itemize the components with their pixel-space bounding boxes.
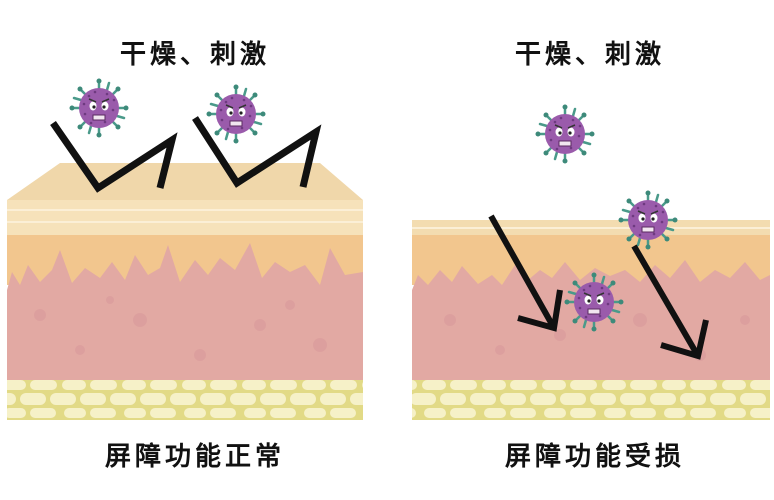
virus-icon [68, 77, 130, 139]
virus-icon [617, 189, 679, 251]
right-top-label: 干燥、刺激 [514, 40, 665, 70]
virus-icon [563, 271, 625, 333]
arrow-head [660, 319, 709, 360]
virus-icon [205, 83, 267, 145]
left-bottom-label: 屏障功能正常 [104, 442, 285, 472]
arrow-icon [50, 121, 178, 193]
left-skin-block [7, 163, 363, 420]
left-top-label: 干燥、刺激 [119, 40, 270, 70]
right-bottom-label: 屏障功能受损 [504, 442, 685, 472]
arrow-icon [192, 116, 322, 188]
arrow-icon [488, 214, 557, 330]
arrow-head [517, 289, 563, 332]
virus-icon [534, 103, 596, 165]
arrow-icon [631, 244, 701, 358]
